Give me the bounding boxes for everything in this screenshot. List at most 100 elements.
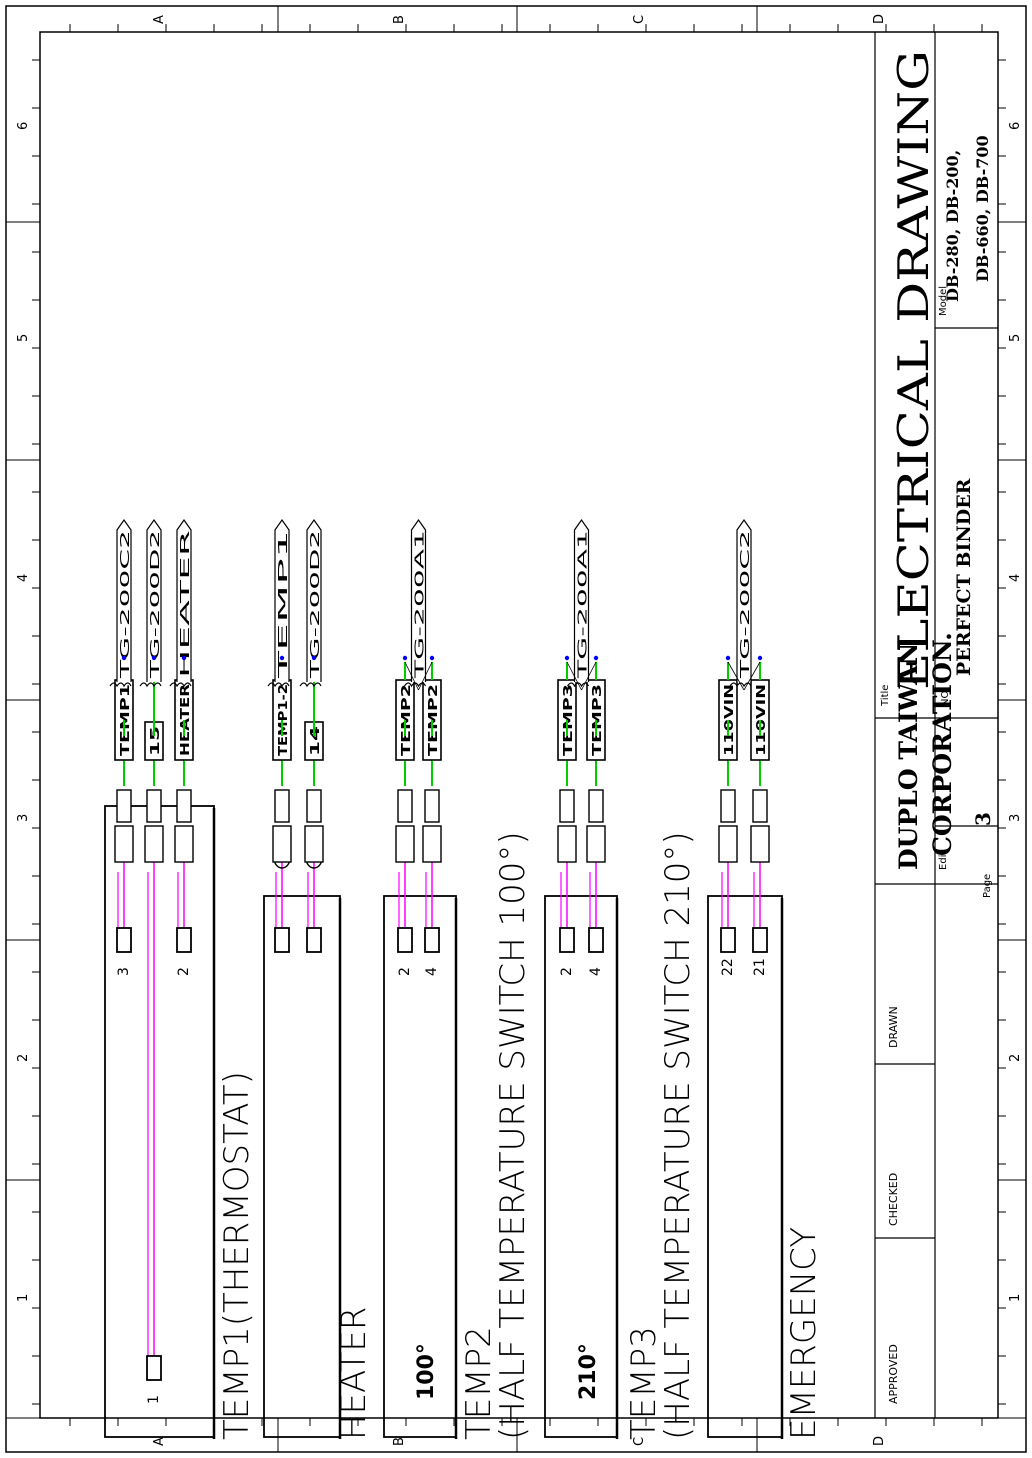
svg-text:3: 3	[116, 967, 132, 976]
connector-housing	[559, 789, 575, 823]
svg-text:TEMP2: TEMP2	[459, 1326, 499, 1440]
pin-number: 2	[397, 967, 413, 976]
component-value: 100°	[414, 1343, 439, 1400]
column-label-1: 1	[16, 1294, 31, 1302]
row-label-D: D	[872, 1436, 887, 1446]
component-box	[707, 895, 783, 1438]
svg-text:DRAWN: DRAWN	[887, 1006, 900, 1048]
connector-tag: TG-200A1	[413, 530, 427, 680]
circuit-label: TEMP1(THERMOSTAT)	[217, 1071, 257, 1440]
svg-text:6: 6	[1008, 122, 1023, 130]
svg-text:TG-200C2: TG-200C2	[118, 530, 132, 680]
terminal-barrel	[422, 825, 442, 863]
svg-text:2: 2	[559, 967, 575, 976]
terminal-barrel	[395, 825, 415, 863]
company-name-line2: CORPORATION.	[928, 632, 957, 856]
column-label-1: 1	[1008, 1294, 1023, 1302]
svg-text:DB-280, DB-200,: DB-280, DB-200,	[943, 150, 962, 302]
circuit-sub-label: (HALF TEMPERATURE SWITCH 100°)	[493, 831, 533, 1440]
column-label-2: 2	[1008, 1054, 1023, 1062]
svg-text:3: 3	[971, 812, 995, 826]
svg-text:(HALF TEMPERATURE SWITCH 10: (HALF TEMPERATURE SWITCH 100°)	[493, 831, 533, 1440]
checked-label: CHECKED	[887, 1173, 900, 1226]
pin-number: 21	[752, 958, 768, 976]
connector-tag: TG-200D2	[308, 530, 322, 680]
svg-text:1: 1	[16, 1294, 31, 1302]
outer-border	[5, 5, 1027, 1453]
svg-text:TEMP1(THERMOSTAT): TEMP1(THERMOSTAT)	[217, 1071, 257, 1440]
title-block	[874, 32, 998, 1418]
connector-housing	[397, 789, 413, 823]
connector-tag: TG-200A1	[576, 530, 590, 680]
connector-housing	[752, 789, 768, 823]
connector-tag: HEATER	[178, 530, 192, 678]
connector-housing	[424, 789, 440, 823]
svg-text:TG-200D2: TG-200D2	[308, 530, 322, 680]
wire-label: 14	[308, 726, 322, 756]
terminal-barrel	[557, 825, 577, 863]
svg-text:TG-200C2: TG-200C2	[738, 530, 752, 680]
connector-tag: TEMP1	[276, 530, 290, 682]
connector-tag: TG-200C2	[738, 530, 752, 680]
svg-text:Title: Title	[880, 685, 891, 707]
circuit-temp2: TEMP2(HALF TEMPERATURE SWITCH 100°) 100° 2…	[383, 518, 533, 1440]
svg-text:TG-200D2: TG-200D2	[148, 530, 162, 680]
circuit-label: TEMP3	[624, 1326, 664, 1440]
pin-terminal	[588, 927, 604, 953]
pin-terminal	[306, 927, 322, 953]
column-label-3: 3	[1008, 814, 1023, 822]
circuit-sub-label: (HALF TEMPERATURE SWITCH 210°)	[658, 831, 698, 1440]
svg-text:(HALF TEMPERATURE SWITCH 21: (HALF TEMPERATURE SWITCH 210°)	[658, 831, 698, 1440]
svg-text:4: 4	[16, 574, 31, 582]
connector-tag-crimp-mark	[109, 682, 132, 688]
terminal-barrel	[144, 825, 164, 863]
terminal-barrel	[750, 825, 770, 863]
column-label-6: 6	[1008, 122, 1023, 130]
svg-text:TG-200A1: TG-200A1	[576, 530, 590, 680]
svg-text:A: A	[152, 15, 167, 24]
pin-terminal	[752, 927, 768, 953]
svg-text:HEATER: HEATER	[334, 1306, 374, 1440]
edit-label: Edit	[938, 851, 949, 870]
circuit-label: TEMP2	[459, 1326, 499, 1440]
page-number: 3	[971, 812, 995, 826]
terminal-barrel	[174, 825, 194, 863]
connector-tag-tag	[410, 518, 427, 682]
connector-housing	[720, 789, 736, 823]
page-label: Page	[982, 874, 993, 898]
connector-tag-tag	[306, 518, 322, 682]
svg-text:CHECKED: CHECKED	[887, 1173, 900, 1226]
pin-number: 4	[588, 967, 604, 976]
svg-text:6: 6	[16, 122, 31, 130]
svg-text:CORPORATION.: CORPORATION.	[928, 632, 957, 856]
connector-tag: TG-200C2	[118, 530, 132, 680]
svg-text:DB-660, DB-700: DB-660, DB-700	[973, 135, 992, 282]
lead-tip	[121, 655, 127, 661]
product-name: PERFECT BINDER	[953, 478, 975, 676]
pin-terminal	[116, 927, 132, 953]
column-label-4: 4	[1008, 574, 1023, 582]
approved-label: APPROVED	[887, 1344, 900, 1404]
pin-terminal	[397, 927, 413, 953]
terminal-barrel	[304, 825, 324, 863]
connector-tag-tag	[146, 518, 162, 682]
column-label-5: 5	[1008, 334, 1023, 342]
svg-text:21: 21	[752, 958, 768, 976]
pin-terminal	[720, 927, 736, 953]
connector-housing	[146, 789, 162, 823]
svg-text:B: B	[392, 1437, 407, 1446]
svg-text:TEMP1: TEMP1	[276, 530, 290, 682]
lead-tip	[725, 655, 731, 661]
lead-tip	[181, 655, 187, 661]
connector-tag-tag	[573, 518, 590, 682]
title-label: Title	[880, 685, 891, 707]
svg-text:Edit: Edit	[938, 851, 949, 870]
connector-tag-crimp-mark	[139, 682, 162, 688]
connector-tag-crimp-mark	[267, 682, 290, 688]
circuit-temp3: TEMP3(HALF TEMPERATURE SWITCH 210°)210°2…	[544, 518, 698, 1440]
circuit-label: EMERGENCY	[784, 1227, 824, 1440]
svg-text:B: B	[392, 15, 407, 24]
svg-text:DUPLO TAIWAN: DUPLO TAIWAN	[894, 643, 923, 870]
svg-text:D: D	[872, 14, 887, 24]
svg-text:TG-200A1: TG-200A1	[413, 530, 427, 680]
